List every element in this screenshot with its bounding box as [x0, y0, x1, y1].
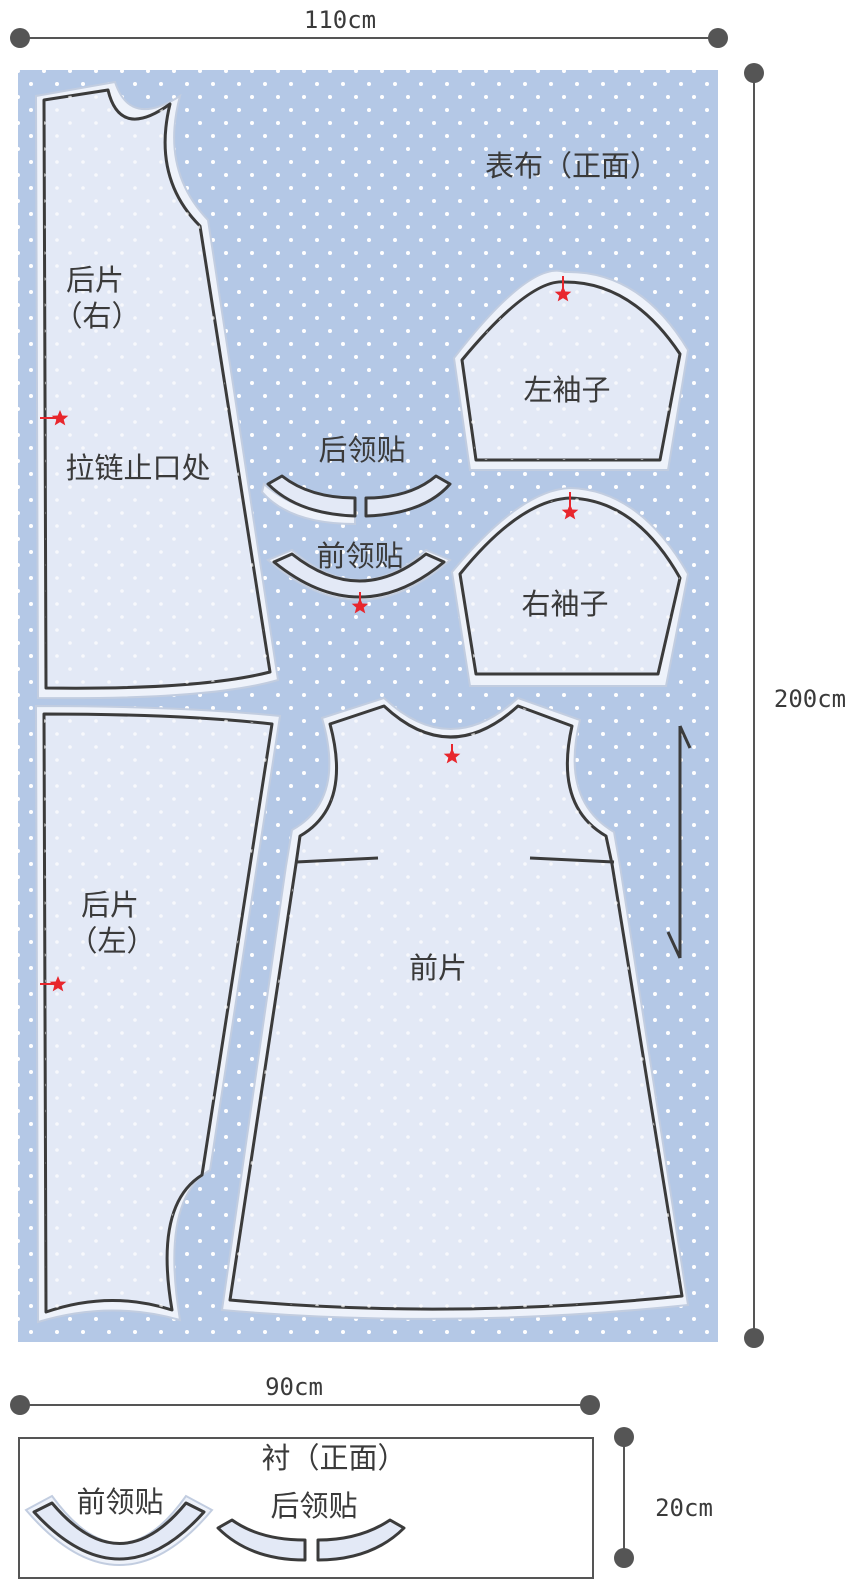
fabric-width-dimension: 110cm	[10, 6, 728, 48]
zipper-stop-marker-left	[40, 976, 67, 992]
interfacing-title: 衬（正面）	[261, 1441, 406, 1475]
fabric-width-label: 110cm	[304, 6, 376, 34]
interfacing-width-label: 90cm	[265, 1373, 323, 1401]
back-right-label-line1: 后片	[66, 263, 124, 297]
front-label: 前片	[409, 951, 467, 985]
fabric-length-label: 200cm	[774, 685, 846, 713]
front-facing-piece: 前领贴	[266, 539, 452, 614]
interfacing-panel: 衬（正面） 前领贴 后领贴	[18, 1437, 594, 1579]
fabric-title: 表布（正面）	[485, 149, 659, 183]
back-facing-label: 后领贴	[318, 433, 405, 467]
interfacing-back-facing-piece: 后领贴	[216, 1489, 406, 1562]
right-sleeve-piece: 右袖子	[450, 486, 690, 687]
back-left-label-line1: 后片	[81, 888, 139, 922]
left-sleeve-marker	[554, 276, 572, 302]
back-facing-piece: 后领贴	[260, 433, 452, 526]
back-right-piece: 后片 （右） 拉链止口处	[34, 80, 280, 700]
back-right-label-line2: （右）	[53, 299, 140, 333]
zipper-stop-label: 拉链止口处	[65, 451, 210, 485]
front-neck-marker	[443, 744, 461, 764]
interfacing-length-dimension: 20cm	[614, 1427, 713, 1568]
interfacing-length-label: 20cm	[655, 1494, 713, 1522]
left-sleeve-label: 左袖子	[523, 373, 610, 407]
left-sleeve-piece: 左袖子	[452, 269, 690, 471]
front-facing-label: 前领贴	[316, 539, 403, 573]
back-left-piece: 后片 （左）	[34, 704, 282, 1324]
interfacing-back-facing-label: 后领贴	[270, 1489, 357, 1523]
grainline-arrow	[666, 725, 692, 959]
right-sleeve-label: 右袖子	[521, 587, 608, 621]
front-piece: 前片	[220, 696, 690, 1320]
interfacing-front-facing-piece: 前领贴	[24, 1485, 214, 1566]
interfacing-front-facing-label: 前领贴	[76, 1485, 163, 1519]
back-left-label-line2: （左）	[68, 924, 155, 958]
zipper-stop-marker	[40, 410, 69, 426]
right-sleeve-marker	[561, 492, 579, 520]
interfacing-width-dimension: 90cm	[10, 1373, 600, 1415]
fabric-length-dimension: 200cm	[744, 63, 846, 1348]
front-facing-marker	[351, 592, 369, 614]
